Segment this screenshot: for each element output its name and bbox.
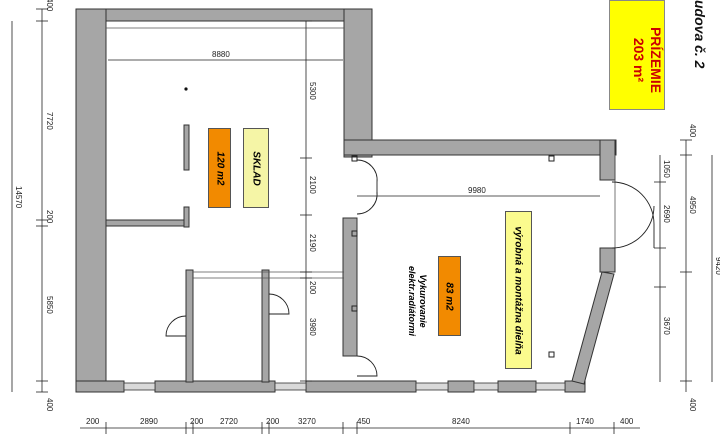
dim-bottom-9: 1740 bbox=[576, 417, 594, 426]
area-sklad-text: 120 m2 bbox=[214, 151, 226, 185]
dim-bottom-7: 450 bbox=[357, 417, 371, 426]
partition-v bbox=[183, 206, 190, 228]
area-label-dielna: 83 m2 bbox=[438, 256, 461, 336]
wall-bottom-3 bbox=[305, 380, 417, 393]
corridor-wall-left bbox=[185, 269, 194, 383]
wall-middle-upper bbox=[343, 8, 373, 158]
title-text: PRÍZEMIE 203 m² bbox=[630, 5, 664, 109]
dim-right-1050: 1050 bbox=[662, 160, 671, 178]
room-dielna-text: výrobná a montážna dielňa bbox=[513, 225, 524, 355]
partition-h bbox=[105, 219, 187, 227]
heating-note-line1: Vykurovanie bbox=[418, 274, 428, 328]
wall-bottom-4 bbox=[447, 380, 475, 393]
dim-mid-door: 2100 bbox=[308, 176, 317, 194]
wall-middle-mid bbox=[342, 217, 358, 357]
dim-left-wall: 200 bbox=[45, 210, 54, 224]
dim-left-lower: 5850 bbox=[45, 296, 54, 314]
room-label-sklad: SKLAD bbox=[243, 128, 269, 208]
floor-name: PRÍZEMIE bbox=[648, 26, 664, 94]
dim-left-top: 400 bbox=[45, 0, 54, 12]
internal-lines bbox=[106, 27, 616, 358]
dim-right-bottom: 400 bbox=[688, 398, 697, 412]
dim-bottom-6: 3270 bbox=[298, 417, 316, 426]
wall-right-stub bbox=[599, 247, 616, 273]
wall-bottom-5 bbox=[497, 380, 537, 393]
corridor-wall-right bbox=[261, 269, 270, 383]
dim-bottom-2: 2890 bbox=[140, 417, 158, 426]
dim-bottom-4: 2720 bbox=[220, 417, 238, 426]
wall-step-top bbox=[343, 139, 617, 156]
dimension-labels: 8880 400 7720 200 5850 400 14570 5300 21… bbox=[14, 0, 720, 426]
dim-mid-bottom: 3980 bbox=[308, 318, 317, 336]
wall-slanted bbox=[571, 271, 615, 385]
dim-bottom-3: 200 bbox=[190, 417, 204, 426]
doors bbox=[165, 159, 655, 377]
area-dielna-text: 83 m2 bbox=[444, 281, 456, 311]
heating-note-line2: elektr.radiátormi bbox=[407, 265, 417, 337]
dim-span-right: 9980 bbox=[468, 186, 486, 195]
dim-right-top: 400 bbox=[688, 124, 697, 138]
area-label-sklad: 120 m2 bbox=[208, 128, 231, 208]
wall-right-upper bbox=[599, 139, 616, 181]
dim-right-3670: 3670 bbox=[662, 317, 671, 335]
dim-mid-wall: 200 bbox=[308, 281, 317, 295]
dim-right-total: 9420 bbox=[714, 257, 720, 275]
dim-bottom-8: 8240 bbox=[452, 417, 470, 426]
partition-stub bbox=[183, 124, 190, 171]
room-sklad-text: SKLAD bbox=[250, 150, 262, 186]
heating-note-text: Vykurovanie elektr.radiátormi bbox=[406, 266, 428, 336]
dim-mid-upper: 5300 bbox=[308, 82, 317, 100]
dim-bottom-5: 200 bbox=[266, 417, 280, 426]
floor-area: 203 m² bbox=[631, 37, 647, 83]
dim-bottom-10: 400 bbox=[620, 417, 634, 426]
dim-right-2690: 2690 bbox=[662, 205, 671, 223]
dim-bottom-1: 200 bbox=[86, 417, 100, 426]
walls bbox=[75, 8, 617, 393]
dim-left-bottom: 400 bbox=[45, 398, 54, 412]
wall-top-left bbox=[75, 8, 349, 22]
heating-note: Vykurovanie elektr.radiátormi bbox=[397, 241, 437, 361]
dimension-lines bbox=[11, 8, 713, 434]
dim-mid-lower: 2190 bbox=[308, 234, 317, 252]
dim-left-total: 14570 bbox=[14, 186, 23, 209]
windows bbox=[123, 382, 566, 391]
dim-left-upper: 7720 bbox=[45, 112, 54, 130]
wall-left bbox=[75, 8, 107, 393]
room-label-dielna: výrobná a montážna dielňa bbox=[505, 211, 532, 369]
dim-top-width: 8880 bbox=[212, 50, 230, 59]
building-name: udova č. 2 bbox=[692, 0, 708, 69]
wall-bottom-left bbox=[75, 380, 125, 393]
dim-right-4950: 4950 bbox=[688, 196, 697, 214]
wall-bottom-2 bbox=[154, 380, 276, 393]
title-box: PRÍZEMIE 203 m² bbox=[609, 0, 665, 110]
